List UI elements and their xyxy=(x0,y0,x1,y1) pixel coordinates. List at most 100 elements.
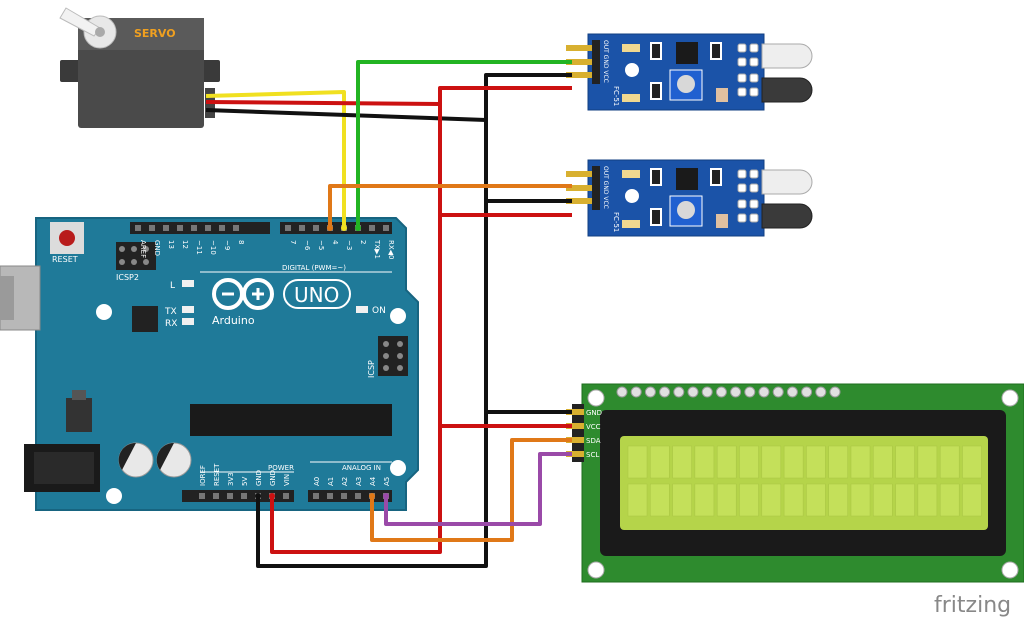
lcd-pin-label: SDA xyxy=(586,437,601,445)
tx-led xyxy=(182,306,194,313)
ir-header-pin xyxy=(566,45,594,51)
digital-pin-label: RX◀0 xyxy=(387,240,395,260)
reset-label: RESET xyxy=(52,255,78,264)
ir-led-pad xyxy=(749,169,759,179)
lcd-char-cell xyxy=(627,445,648,479)
digital-pin-hole xyxy=(299,225,305,231)
lcd-pin xyxy=(566,451,584,457)
power-pin-hole xyxy=(213,493,219,499)
lcd-char-cell xyxy=(895,483,915,517)
ir-led-smd xyxy=(622,170,640,178)
lcd-char-cell xyxy=(850,483,871,517)
digital-pin-hole xyxy=(149,225,155,231)
lcd-char-cell xyxy=(917,445,938,479)
wire-servo-signal xyxy=(205,90,346,228)
reset-button-cap[interactable] xyxy=(59,230,75,246)
ir-resistor-body xyxy=(712,170,720,184)
power-pin-label: RESET xyxy=(213,463,221,486)
digital-pin-label: ~5 xyxy=(317,240,325,250)
ir-led-pad xyxy=(749,87,759,97)
voltage-regulator xyxy=(66,398,92,432)
digital-pin-hole xyxy=(177,225,183,231)
ir-capacitor-smd xyxy=(716,214,728,228)
lcd-char-cell xyxy=(939,483,960,517)
ir-pin-labels: OUT GND VCC xyxy=(602,40,609,83)
rx-led xyxy=(182,318,194,325)
lcd-char-cell xyxy=(939,445,960,479)
on-led-label: ON xyxy=(372,306,386,316)
ir-receiver-led xyxy=(761,203,813,229)
lcd-top-pad xyxy=(744,386,756,398)
ir-model-label: FC-51 xyxy=(612,86,620,106)
digital-label: DIGITAL (PWM=~) xyxy=(282,264,346,272)
power-pin-hole xyxy=(283,493,289,499)
servo-horn-arm xyxy=(59,7,101,37)
power-pin-label: VIN xyxy=(283,474,291,486)
lcd-char-cell xyxy=(828,445,848,479)
ir-led-smd xyxy=(622,220,640,228)
ir-resistor-body xyxy=(652,44,660,58)
lcd-top-pad xyxy=(616,386,628,398)
power-pin-label: GND xyxy=(255,470,263,486)
mounting-hole-1 xyxy=(96,304,112,320)
servo-motor: SERVO xyxy=(59,7,220,128)
digital-pin-label: ~3 xyxy=(345,240,353,250)
ir-header-pin xyxy=(566,171,594,177)
ir-potentiometer-knob[interactable] xyxy=(677,75,695,93)
digital-pin-label: GND xyxy=(153,240,161,256)
ir-led-pad xyxy=(749,73,759,83)
lcd-char-cell xyxy=(917,483,938,517)
ir-potentiometer-knob[interactable] xyxy=(677,201,695,219)
wire-end-dots xyxy=(255,225,389,499)
lcd-top-pad xyxy=(630,386,642,398)
power-pin-hole xyxy=(227,493,233,499)
ir-header-pin xyxy=(566,185,594,191)
ir-header-block xyxy=(592,40,600,84)
digital-pin-label: 7 xyxy=(289,240,297,244)
lcd-character-grid xyxy=(627,445,982,517)
ir-header-pin xyxy=(566,59,594,65)
ir-led-pad xyxy=(737,57,747,67)
icsp-label: ICSP xyxy=(367,360,376,378)
ir-emitter-led xyxy=(761,169,813,195)
ir-led-pad xyxy=(749,199,759,209)
ir-comparator-chip xyxy=(676,42,698,64)
digital-pin-hole xyxy=(313,225,319,231)
digital-pin-label: 4 xyxy=(331,240,339,245)
analog-pin-label: A5 xyxy=(383,477,391,486)
ir-led-pad xyxy=(737,87,747,97)
icsp2-label: ICSP2 xyxy=(116,273,139,282)
lcd-char-cell xyxy=(650,445,670,479)
ir-model-label: FC-51 xyxy=(612,212,620,232)
lcd-char-cell xyxy=(716,483,737,517)
power-pin-label: IOREF xyxy=(199,465,207,486)
analog-pin-label: A2 xyxy=(341,477,349,486)
lcd-top-pad xyxy=(730,386,742,398)
analog-header xyxy=(308,490,392,502)
lcd-char-cell xyxy=(873,483,893,517)
ir-led-pad xyxy=(749,57,759,67)
lcd-char-cell xyxy=(806,483,826,517)
lcd-char-cell xyxy=(739,483,759,517)
power-pin-label: 3V3 xyxy=(227,472,235,486)
lcd-char-cell xyxy=(627,483,648,517)
capacitor-1-band xyxy=(118,442,136,470)
ir-resistor-body xyxy=(712,44,720,58)
lcd-char-cell xyxy=(716,445,737,479)
servo-horn-screw xyxy=(95,27,105,37)
lcd-pin-label: GND xyxy=(586,409,602,417)
digital-pin-hole xyxy=(135,225,141,231)
digital-pin-label: AREF xyxy=(139,240,147,258)
tx-led-label: TX xyxy=(164,307,177,317)
ir-header-pin xyxy=(566,198,594,204)
lcd-top-pad xyxy=(815,386,827,398)
lcd-char-cell xyxy=(783,483,804,517)
lcd-char-cell xyxy=(672,483,692,517)
ir-mount-hole xyxy=(625,189,639,203)
digital-pin-label: 13 xyxy=(167,240,175,249)
lcd-pin xyxy=(566,409,584,415)
